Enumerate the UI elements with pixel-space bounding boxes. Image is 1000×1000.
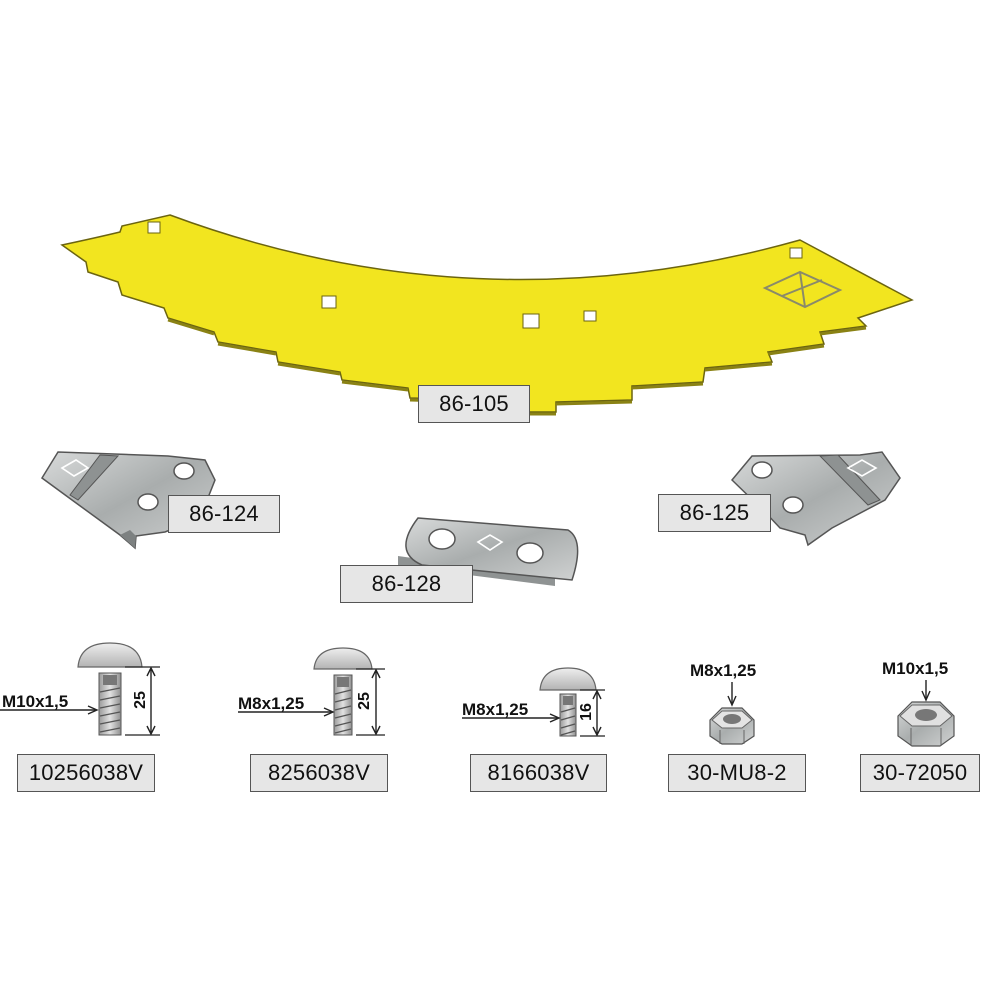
bolt-hole (173, 462, 195, 480)
part-label-86-124: 86-124 (168, 495, 280, 533)
bolt-hole (751, 461, 773, 479)
length-dim-bolt-3: 16 (578, 703, 595, 721)
brand-logo-icon (846, 459, 878, 477)
bolt-hole (516, 542, 544, 564)
brand-logo-icon (60, 459, 90, 477)
brand-logo-icon (476, 534, 504, 551)
blade-shape (60, 214, 914, 413)
blade-slot (522, 313, 540, 329)
bolt-hole (782, 496, 804, 514)
thread-spec-bolt-2: M8x1,25 (238, 694, 305, 713)
length-dim-bolt-2: 25 (356, 692, 373, 710)
part-label-86-128: 86-128 (340, 565, 473, 603)
part-label-8256038V: 8256038V (250, 754, 388, 792)
blade-slot (147, 221, 161, 234)
part-label-30-MU8-2: 30-MU8-2 (668, 754, 806, 792)
blade-slot (321, 295, 337, 309)
thread-spec-bolt-1: M10x1,5 (2, 692, 69, 711)
nut-30-72050 (897, 680, 955, 747)
part-label-10256038V: 10256038V (17, 754, 155, 792)
bracket-86-125 (730, 451, 901, 547)
part-label-86-125: 86-125 (658, 494, 771, 532)
blade-slot (583, 310, 597, 322)
bolt-10256038V (0, 642, 160, 736)
bolt-hole (137, 493, 159, 511)
nut-30-MU8-2 (709, 682, 755, 745)
thread-spec-nut-2: M10x1,5 (882, 659, 949, 678)
part-label-8166038V: 8166038V (470, 754, 607, 792)
part-label-86-105: 86-105 (418, 385, 530, 423)
plate-86-128 (398, 517, 579, 586)
part-label-30-72050: 30-72050 (860, 754, 980, 792)
thread-spec-bolt-3: M8x1,25 (462, 700, 529, 719)
thread-spec-nut-1: M8x1,25 (690, 661, 757, 680)
bolt-8256038V (238, 647, 385, 736)
bolt-8166038V (462, 667, 605, 737)
blade-slot (789, 247, 803, 259)
blade-86-105 (60, 214, 914, 416)
length-dim-bolt-1: 25 (132, 691, 149, 709)
brand-logo-icon (762, 270, 843, 309)
bolt-hole (428, 528, 456, 550)
